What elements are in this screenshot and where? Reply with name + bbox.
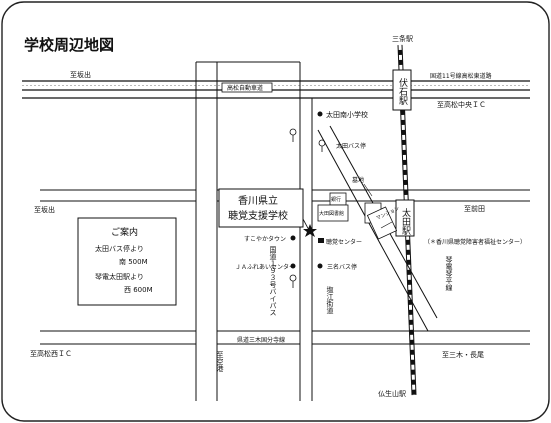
- guide-line3: 琴電太田駅より: [95, 272, 144, 281]
- svg-text:伏石駅: 伏石駅: [397, 77, 408, 106]
- road-shioe: [299, 62, 313, 401]
- landmark-welfare-center: （＊香川県聴覚障害者福祉センター）: [424, 238, 526, 246]
- railway-label: 琴電琴平線: [418, 256, 453, 291]
- map-title: 学校周辺地図: [24, 36, 114, 54]
- prefroad-label: 県道三木国分寺線: [237, 336, 285, 344]
- shioe-label: 塩江街道: [306, 285, 334, 315]
- road-label-north-expressway: 国道11号線高松東道路: [430, 72, 492, 80]
- landmark-ja-center: ＪＡふれあいセンター: [235, 263, 295, 271]
- ja-marker: [290, 263, 296, 269]
- town-blocks: [317, 192, 398, 240]
- sanmei-marker: [317, 263, 323, 269]
- station-fuseishi: 伏石駅: [392, 69, 412, 111]
- sukoyaka-marker: [290, 235, 296, 241]
- callout-line1: 香川県立: [238, 194, 278, 207]
- station-ota: 太田駅: [395, 199, 415, 237]
- mansion-leader: [380, 221, 393, 229]
- landmark-hearing-center: 聴覚センター: [326, 238, 362, 246]
- road-bypass: [195, 61, 300, 401]
- road-label-middle-right: 至前田: [464, 204, 485, 213]
- expressway-label: 高松自動車道: [227, 84, 263, 92]
- svg-text:太田駅: 太田駅: [400, 207, 411, 236]
- road-label-north-ic: 至高松中央ＩＣ: [437, 100, 486, 109]
- cemetery-leader: [363, 183, 373, 197]
- road-bottom: [40, 330, 530, 345]
- guide-line2: 南 500M: [119, 257, 148, 266]
- landmark-school: 太田南小学校: [326, 110, 368, 119]
- landmark-bus-ota: 太田バス停: [336, 142, 366, 150]
- station-north: 三条駅: [392, 34, 413, 43]
- guide-heading: ご案内: [111, 226, 138, 238]
- road-label-airport: 至空港: [203, 351, 224, 373]
- landmark-sukoyaka: すこやかタウン: [244, 235, 286, 243]
- hearing-center-marker: [318, 238, 324, 243]
- station-south: 仏生山駅: [378, 389, 406, 398]
- school-callout: [218, 188, 311, 233]
- landmark-bank: 銀行: [331, 196, 341, 203]
- expressway-top: [22, 80, 530, 99]
- landmark-cemetery: 墓地: [352, 176, 364, 184]
- bus-stop-icon: [289, 274, 297, 288]
- guide-line1: 太田バス停より: [95, 244, 144, 253]
- bus-stop-icon: [318, 139, 326, 152]
- guide-box: [77, 217, 177, 306]
- landmark-library: 大田図書館: [319, 210, 344, 217]
- road-label-south-left: 至高松西ＩＣ: [30, 349, 72, 358]
- callout-line2: 聴覚支援学校: [228, 209, 288, 222]
- road-label-middle-left: 至坂出: [34, 205, 55, 214]
- school-marker: [317, 111, 323, 117]
- road-label-north-left: 至坂出: [70, 70, 91, 79]
- landmark-sanmei-bus: 三名バス停: [327, 263, 357, 271]
- guide-line4: 西 600M: [124, 286, 153, 294]
- school-star-icon: [303, 224, 317, 237]
- road-label-south-right: 至三木・長尾: [442, 350, 484, 359]
- bus-stop-icon: [289, 128, 297, 142]
